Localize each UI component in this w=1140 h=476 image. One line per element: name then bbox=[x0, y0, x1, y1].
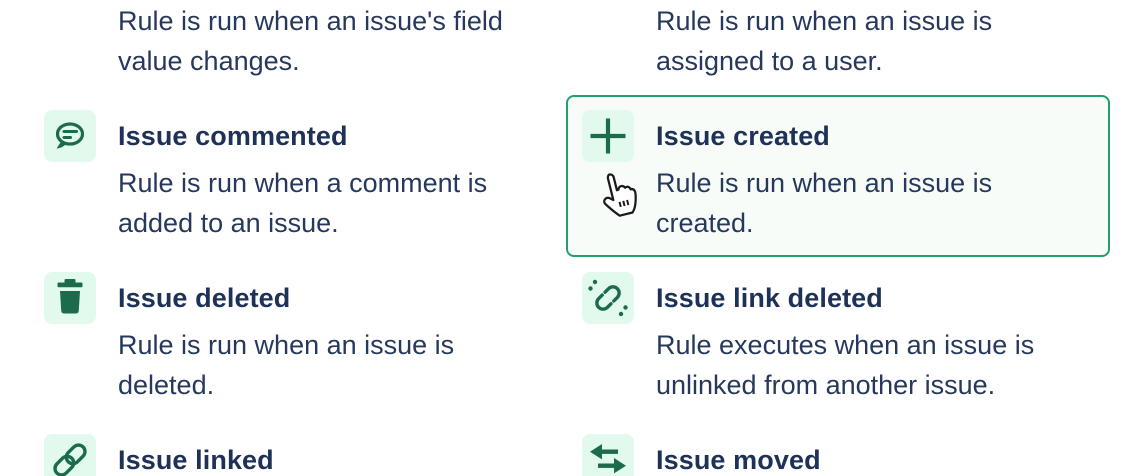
swap-arrows-icon bbox=[582, 434, 634, 476]
trigger-description: Rule is run when an issue is assigned to… bbox=[656, 6, 993, 76]
trigger-title: Issue moved bbox=[656, 444, 821, 475]
plus-icon bbox=[582, 110, 634, 162]
trigger-title: Issue link deleted bbox=[656, 282, 883, 313]
trigger-card-issue-commented[interactable]: Issue commented Rule is run when a comme… bbox=[28, 95, 558, 257]
trigger-description: Rule is run when an issue's field value … bbox=[118, 6, 503, 76]
trigger-card-issue-created-selected[interactable]: Issue created Rule is run when an issue … bbox=[566, 95, 1110, 257]
trigger-title: Issue created bbox=[656, 120, 830, 151]
trigger-description: Rule is run when an issue is created. bbox=[656, 168, 993, 238]
trigger-description: Rule executes when an issue is unlinked … bbox=[656, 330, 1035, 400]
trigger-card-issue-linked[interactable]: Issue linked bbox=[28, 419, 558, 476]
trigger-card-issue-deleted[interactable]: Issue deleted Rule is run when an issue … bbox=[28, 257, 558, 419]
trigger-title: Issue commented bbox=[118, 120, 348, 151]
trigger-card-issue-link-deleted[interactable]: Issue link deleted Rule executes when an… bbox=[566, 257, 1110, 419]
trash-icon bbox=[44, 272, 96, 324]
comment-icon bbox=[44, 110, 96, 162]
broken-link-icon bbox=[582, 272, 634, 324]
trigger-description: Rule is run when a comment is added to a… bbox=[118, 168, 488, 238]
trigger-title: Issue linked bbox=[118, 444, 274, 475]
link-icon bbox=[44, 434, 96, 476]
trigger-card-field-value-changed[interactable]: Rule is run when an issue's field value … bbox=[28, 0, 558, 95]
trigger-card-issue-assigned[interactable]: Rule is run when an issue is assigned to… bbox=[566, 0, 1110, 95]
trigger-title: Issue deleted bbox=[118, 282, 291, 313]
trigger-card-issue-moved[interactable]: Issue moved bbox=[566, 419, 1110, 476]
trigger-description: Rule is run when an issue is deleted. bbox=[118, 330, 455, 400]
